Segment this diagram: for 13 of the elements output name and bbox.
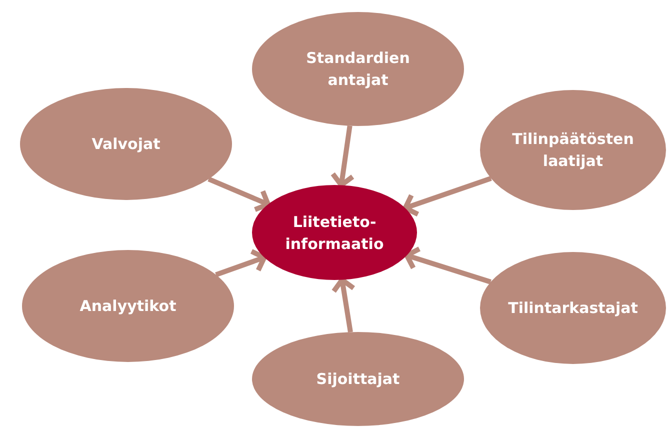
arrow xyxy=(215,248,267,278)
arrow xyxy=(402,176,492,217)
node-label: Valvojat xyxy=(92,134,160,155)
arrow xyxy=(330,125,356,188)
node-label: Sijoittajat xyxy=(316,369,400,390)
arrow xyxy=(331,277,356,333)
node-label: Standardien antajat xyxy=(305,48,411,91)
arrow xyxy=(404,246,492,284)
node-label: Tilinpäätösten laatijat xyxy=(511,129,635,172)
node-label: Tilintarkastajat xyxy=(508,298,638,319)
node-label: Analyytikot xyxy=(80,296,176,317)
node-label: Liitetieto- informaatio xyxy=(284,212,385,254)
arrow xyxy=(208,176,271,212)
